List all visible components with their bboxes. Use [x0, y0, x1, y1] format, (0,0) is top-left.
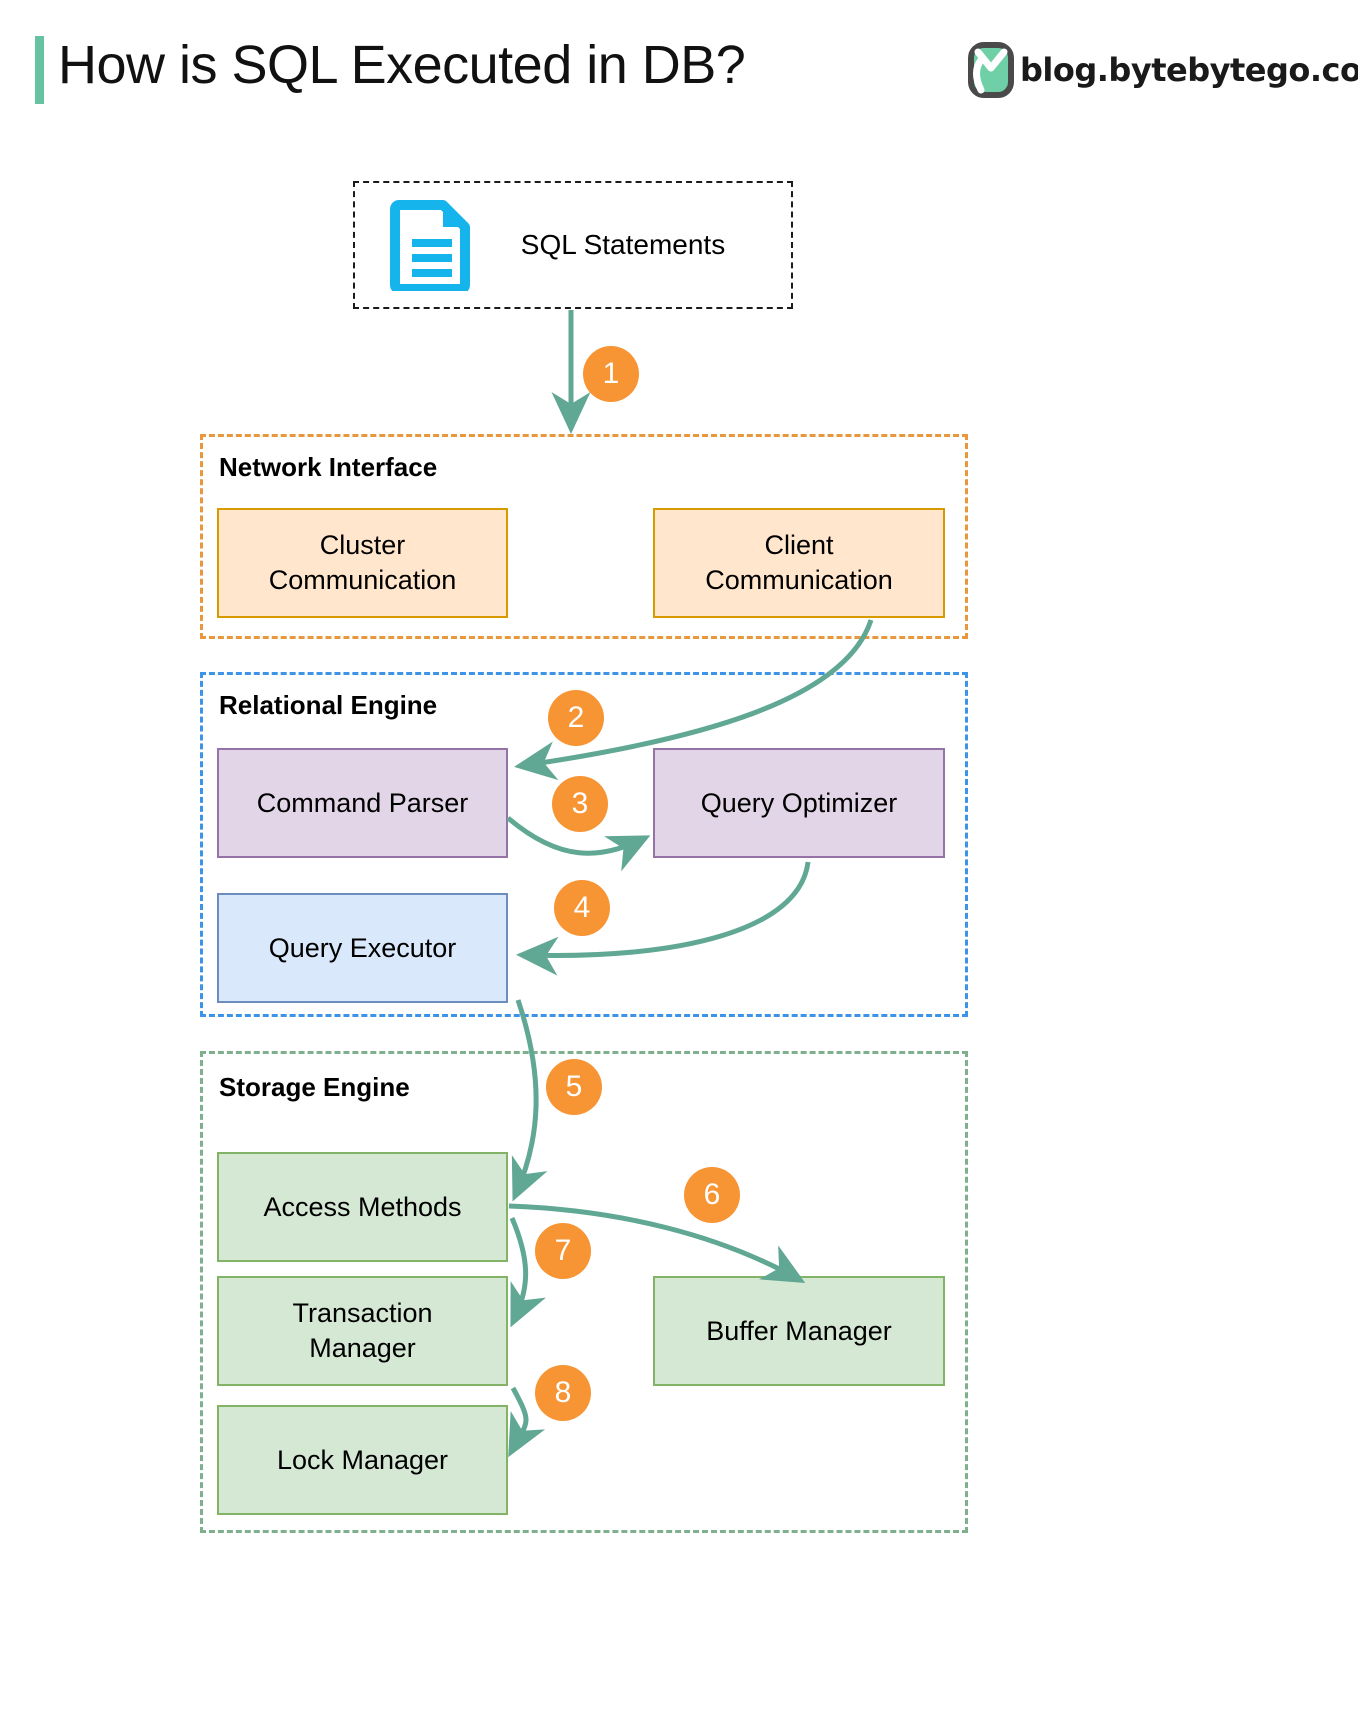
node-label-buffer-manager: Buffer Manager: [706, 1315, 892, 1346]
step-badge-2: 2: [548, 690, 604, 746]
node-cluster-communication[interactable]: Cluster Communication: [217, 508, 508, 618]
sql-statements-label: SQL Statements: [520, 229, 726, 260]
node-client-communication[interactable]: Client Communication: [653, 508, 945, 618]
document-icon: [390, 200, 470, 291]
page-title: How is SQL Executed in DB?: [58, 35, 746, 95]
group-label-network-interface: Network Interface: [219, 452, 438, 482]
node-label-command-parser: Command Parser: [256, 787, 469, 818]
node-buffer-manager[interactable]: Buffer Manager: [653, 1276, 945, 1386]
sql-statements-box: SQL Statements: [353, 181, 793, 309]
node-query-optimizer[interactable]: Query Optimizer: [653, 748, 945, 858]
node-lock-manager[interactable]: Lock Manager: [217, 1405, 508, 1515]
node-label-client-communication: Client Communication: [705, 530, 893, 595]
step-badge-6: 6: [684, 1167, 740, 1223]
node-label-query-executor: Query Executor: [268, 932, 457, 963]
node-query-executor[interactable]: Query Executor: [217, 893, 508, 1003]
step-badge-5: 5: [546, 1059, 602, 1115]
node-command-parser[interactable]: Command Parser: [217, 748, 508, 858]
title-accent-bar: [35, 36, 44, 104]
brand: blog.bytebytego.com: [968, 42, 1358, 98]
page-header: How is SQL Executed in DB? blog.bytebyte…: [0, 0, 1358, 140]
step-badge-3: 3: [552, 776, 608, 832]
step-badge-1: 1: [583, 346, 639, 402]
group-storage-engine: [200, 1051, 968, 1533]
node-label-lock-manager: Lock Manager: [276, 1444, 449, 1475]
node-label-query-optimizer: Query Optimizer: [700, 787, 898, 818]
bytebytego-logo-icon: [968, 42, 1014, 98]
step-badge-8: 8: [535, 1365, 591, 1421]
node-transaction-manager[interactable]: Transaction Manager: [217, 1276, 508, 1386]
step-badge-7: 7: [535, 1223, 591, 1279]
group-label-storage-engine: Storage Engine: [219, 1072, 410, 1102]
node-label-access-methods: Access Methods: [263, 1191, 462, 1222]
step-badge-4: 4: [554, 880, 610, 936]
node-label-transaction-manager: Transaction Manager: [292, 1298, 433, 1363]
brand-text: blog.bytebytego.com: [1020, 51, 1358, 89]
node-access-methods[interactable]: Access Methods: [217, 1152, 508, 1262]
group-label-relational-engine: Relational Engine: [219, 690, 438, 720]
node-label-cluster-communication: Cluster Communication: [268, 530, 457, 595]
